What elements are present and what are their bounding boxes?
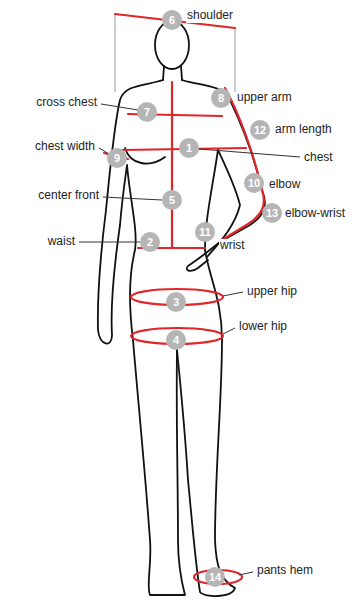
callout-number: 5 [169, 195, 175, 206]
callout-number: 8 [218, 93, 224, 104]
leader-line [101, 104, 138, 110]
measurement-label: elbow [268, 178, 301, 191]
callout-number: 7 [144, 107, 150, 118]
callout-circle: 2 [140, 232, 160, 252]
callout-circle: 14 [205, 567, 225, 587]
body-outline-left [98, 80, 185, 595]
measurement-label: upper arm [236, 91, 293, 104]
measurement-label: chest width [34, 140, 96, 153]
callout-circle: 8 [211, 88, 231, 108]
measurement-label: shoulder [186, 9, 234, 22]
leader-line [223, 292, 243, 296]
center-front-measure [171, 82, 173, 248]
shoulder-guide [114, 14, 115, 92]
callout-circle-fill [195, 222, 215, 242]
measurement-label: center front [37, 189, 100, 202]
callout-circle: 7 [137, 102, 157, 122]
callout-number: 10 [248, 178, 260, 189]
measurement-label: lower hip [238, 320, 288, 333]
callout-circle-fill [162, 190, 182, 210]
callout-number: 14 [209, 572, 221, 583]
callout-circle: 9 [107, 148, 127, 168]
measurement-label: chest [303, 151, 334, 164]
callout-circle-fill [107, 148, 127, 168]
measurement-label: upper hip [246, 285, 298, 298]
leader-line [239, 572, 253, 575]
callout-circle: 10 [244, 173, 264, 193]
measurement-label: wrist [219, 239, 246, 252]
leader-line [79, 242, 140, 243]
pants-hem-measure [194, 570, 242, 584]
leader-line [99, 148, 109, 154]
callout-circle-fill [262, 203, 282, 223]
callout-circle-fill [166, 330, 186, 350]
callout-circle-fill [140, 232, 160, 252]
leader-line [223, 328, 235, 334]
callout-number: 13 [266, 208, 278, 219]
callout-circle: 3 [166, 292, 186, 312]
callout-circle: 11 [195, 222, 215, 242]
callout-number: 1 [186, 143, 192, 154]
leader-line [199, 149, 300, 157]
callout-circle-fill [179, 138, 199, 158]
callout-circle-fill [162, 10, 182, 30]
callout-circle-fill [244, 173, 264, 193]
right-arm-outline [182, 80, 265, 271]
arm-measure [222, 88, 264, 240]
callout-circle-fill [166, 292, 186, 312]
callout-number: 6 [169, 15, 175, 26]
callout-circle: 13 [262, 203, 282, 223]
measurement-label: arm length [274, 123, 333, 136]
neck-outline [163, 66, 182, 80]
callout-circle: 6 [162, 10, 182, 30]
callout-circle: 12 [250, 120, 270, 140]
callout-number: 3 [173, 297, 179, 308]
callout-circle: 1 [179, 138, 199, 158]
callout-circle-fill [211, 88, 231, 108]
callout-number: 12 [254, 125, 266, 136]
callout-circle: 4 [166, 330, 186, 350]
leader-line [103, 197, 162, 200]
measurement-label: cross chest [35, 96, 98, 109]
measurement-label: elbow-wrist [284, 207, 346, 220]
callout-circle-fill [137, 102, 157, 122]
measurement-label: pants hem [256, 564, 314, 577]
callout-circle: 5 [162, 190, 182, 210]
callout-number: 9 [114, 153, 120, 164]
callout-number: 2 [147, 237, 153, 248]
callout-circle-fill [250, 120, 270, 140]
callout-number: 4 [173, 335, 179, 346]
callout-circle-fill [205, 567, 225, 587]
shoulder-guide [234, 28, 235, 92]
callout-number: 11 [199, 227, 211, 238]
measurement-label: waist [47, 235, 76, 248]
body-outline-right [177, 150, 235, 596]
